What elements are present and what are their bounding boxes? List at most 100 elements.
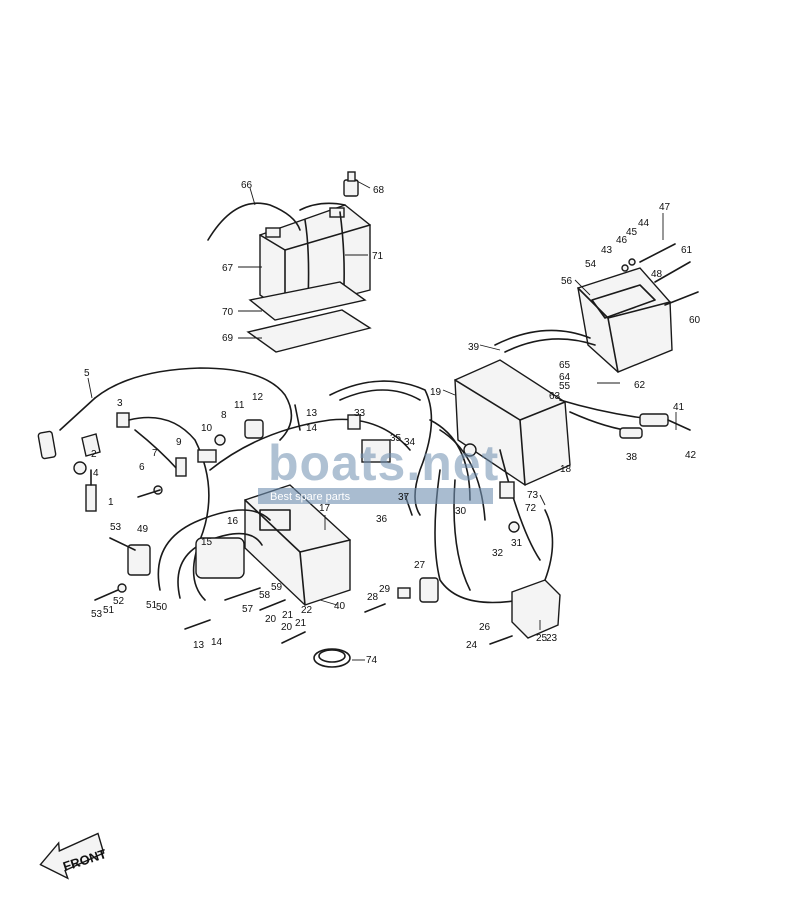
part-callout-11: 11 [234, 400, 245, 411]
part-callout-32: 32 [492, 548, 504, 559]
part-callout-8: 8 [221, 410, 227, 421]
harness-center [329, 380, 486, 521]
part-callout-7: 7 [152, 448, 158, 459]
part-callout-70: 70 [222, 307, 234, 318]
part-callout-53: 53 [110, 522, 122, 533]
part-callout-27: 27 [414, 560, 426, 571]
part-callout-65: 65 [559, 360, 571, 371]
part-callout-23: 23 [546, 633, 558, 644]
wires-right [494, 329, 691, 439]
part-callout-40: 40 [334, 601, 346, 612]
part-callout-21: 21 [282, 610, 294, 621]
plug-cable-left [37, 367, 293, 512]
part-callout-55: 55 [559, 381, 571, 392]
front-arrow: FRONT [39, 832, 108, 880]
part-callout-72: 72 [525, 503, 537, 514]
part-callout-69: 69 [222, 333, 234, 344]
part-callout-44: 44 [638, 218, 650, 229]
part-callout-22: 22 [301, 605, 313, 616]
part-callout-31: 31 [511, 538, 523, 549]
part-callout-41: 41 [673, 402, 685, 413]
part-callout-51: 51 [103, 605, 115, 616]
part-callout-19: 19 [430, 387, 442, 398]
part-callout-64: 64 [559, 372, 571, 383]
part-callout-37: 37 [398, 492, 410, 503]
part-callout-34: 34 [404, 437, 416, 448]
part-callout-3: 3 [117, 398, 123, 409]
coil-cover [454, 359, 571, 486]
part-callout-43: 43 [601, 245, 613, 256]
part-callout-20: 20 [281, 622, 293, 633]
part-callout-12: 12 [252, 392, 264, 403]
bracket-assembly [577, 243, 699, 373]
part-callout-66: 66 [241, 180, 253, 191]
part-callout-62: 62 [634, 380, 646, 391]
part-callout-2: 2 [91, 449, 97, 460]
part-callout-9: 9 [176, 437, 182, 448]
part-callout-21: 21 [295, 618, 307, 629]
part-callout-16: 16 [227, 516, 239, 527]
part-callout-73: 73 [527, 490, 539, 501]
part-callout-24: 24 [466, 640, 478, 651]
loop-cables [157, 418, 411, 599]
part-callout-49: 49 [137, 524, 149, 535]
part-callout-6: 6 [139, 462, 145, 473]
part-callout-67: 67 [222, 263, 234, 274]
cdi-unit [244, 484, 351, 606]
part-callout-47: 47 [659, 202, 671, 213]
coil-lower-right [511, 509, 561, 639]
part-callout-39: 39 [468, 342, 480, 353]
watermark-tagline: Best spare parts [270, 491, 351, 503]
part-callout-50: 50 [156, 602, 168, 613]
part-callout-13: 13 [306, 408, 318, 419]
part-callout-38: 38 [626, 452, 638, 463]
watermark: boats.net Best spare parts [258, 435, 499, 504]
bracket-49 [109, 537, 151, 576]
part-callout-15: 15 [201, 537, 213, 548]
part-callout-48: 48 [651, 269, 663, 280]
clamp-74 [313, 648, 351, 668]
part-callout-58: 58 [259, 590, 271, 601]
part-callout-33: 33 [354, 408, 366, 419]
part-callout-63: 63 [549, 391, 561, 402]
part-callout-71: 71 [372, 251, 384, 262]
part-callout-29: 29 [379, 584, 391, 595]
part-callout-54: 54 [585, 259, 597, 270]
part-callout-18: 18 [560, 464, 572, 475]
watermark-brand: boats.net [268, 435, 499, 491]
part-callout-20: 20 [265, 614, 277, 625]
part-callout-26: 26 [479, 622, 491, 633]
part-callout-68: 68 [373, 185, 385, 196]
harness-lower [397, 449, 541, 604]
part-callout-56: 56 [561, 276, 573, 287]
part-callout-42: 42 [685, 450, 697, 461]
part-callout-59: 59 [271, 582, 283, 593]
wiring-left [116, 412, 264, 601]
part-callout-14: 14 [306, 423, 318, 434]
part-callout-53: 53 [91, 609, 103, 620]
part-callout-60: 60 [689, 315, 701, 326]
part-callout-52: 52 [113, 596, 125, 607]
part-callout-1: 1 [108, 497, 114, 508]
part-callout-25: 25 [536, 633, 548, 644]
part-callout-35: 35 [390, 433, 402, 444]
part-callout-30: 30 [455, 506, 467, 517]
part-callout-17: 17 [319, 503, 331, 514]
part-callout-36: 36 [376, 514, 388, 525]
leader-lines [87, 179, 677, 661]
part-callout-5: 5 [84, 368, 90, 379]
part-callout-61: 61 [681, 245, 693, 256]
part-callout-45: 45 [626, 227, 638, 238]
battery-assembly [207, 171, 372, 353]
part-callout-57: 57 [242, 604, 254, 615]
part-callout-28: 28 [367, 592, 379, 603]
part-callout-74: 74 [366, 655, 378, 666]
part-callout-51: 51 [146, 600, 158, 611]
part-callout-13: 13 [193, 640, 205, 651]
part-callout-46: 46 [616, 235, 628, 246]
part-callout-14: 14 [211, 637, 223, 648]
part-callout-4: 4 [93, 468, 99, 479]
part-callout-10: 10 [201, 423, 213, 434]
